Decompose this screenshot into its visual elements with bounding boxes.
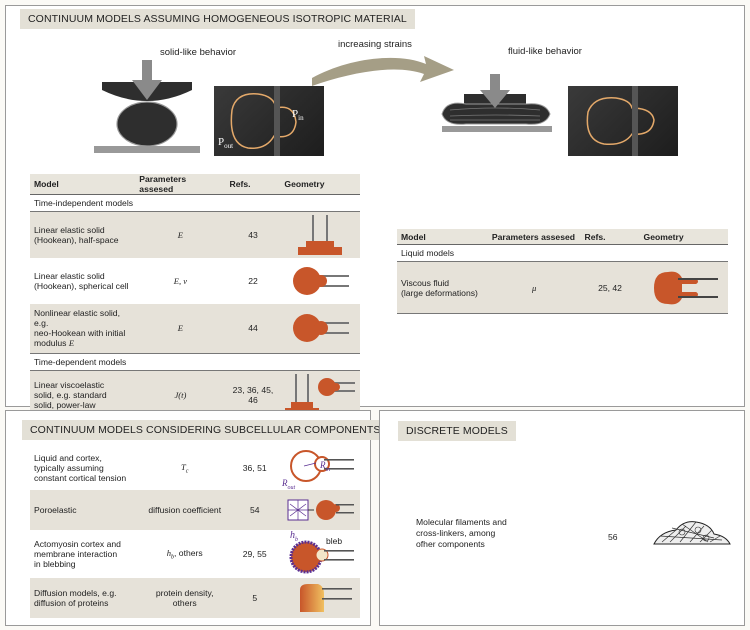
poroelastic-geometry-icon [287, 499, 354, 521]
solid-indentation-sketch [94, 60, 200, 153]
spherical-cell-geometry-icon [293, 266, 350, 295]
solid-micrograph: Pin Pout [214, 86, 324, 156]
homogeneous-panel-title: CONTINUUM MODELS ASSUMING HOMOGENEOUS IS… [20, 9, 415, 29]
solid-models-table: Model Parameters assesed Refs. Geometry … [30, 174, 360, 419]
table-row: Viscous fluid(large deformations) μ 25, … [397, 261, 728, 314]
section-liquid-models: Liquid models [397, 244, 728, 262]
liquid-models-table: Model Parameters assesed Refs. Geometry … [397, 229, 728, 314]
hb-label: hb [289, 530, 298, 543]
blebbing-geometry-icon [289, 540, 354, 574]
subcellular-panel-title: CONTINUUM MODELS CONSIDERING SUBCELLULAR… [22, 420, 389, 440]
filament-network-icon [653, 521, 731, 545]
pout-label: Pout [218, 136, 234, 151]
viscous-fluid-geometry-icon [653, 271, 718, 304]
discrete-panel [379, 410, 745, 626]
section-time-independent: Time-independent models [30, 194, 360, 212]
diffusion-geometry-icon [299, 584, 352, 612]
discrete-panel-title: DISCRETE MODELS [398, 421, 516, 441]
col-refs: Refs. [225, 174, 281, 195]
fluid-compression-sketch [441, 74, 552, 132]
table-row: Linear elastic solid(Hookean), spherical… [30, 258, 360, 304]
rout-label: Rout [281, 478, 296, 491]
increasing-strains-label: increasing strains [338, 39, 412, 50]
rin-label: Rin [319, 460, 331, 473]
col-params: Parameters assesed [487, 229, 581, 245]
col-geometry: Geometry [639, 229, 728, 245]
curved-arrow-icon [312, 56, 454, 86]
discrete-refs: 56 [608, 532, 618, 542]
half-space-geometry-icon [298, 214, 343, 255]
cortex-geometry-icon [289, 450, 354, 482]
table-row: Nonlinear elastic solid, e.g.neo-Hookean… [30, 303, 360, 354]
pin-label: Pin [292, 108, 304, 123]
table-row: Poroelastic diffusion coefficient 54 [30, 490, 360, 530]
section-time-dependent: Time-dependent models [30, 353, 360, 371]
fluid-micrograph [568, 86, 678, 156]
col-geometry: Geometry [280, 174, 360, 195]
col-model: Model [30, 174, 136, 195]
table-row: Linear elastic solid(Hookean), half-spac… [30, 211, 360, 258]
col-refs: Refs. [580, 229, 640, 245]
bleb-label: bleb [325, 536, 343, 546]
col-params: Parameters assesed [135, 174, 226, 195]
table-row: Diffusion models, e.g.diffusion of prote… [30, 578, 360, 618]
solid-behavior-label: solid-like behavior [160, 47, 237, 58]
neo-hookean-geometry-icon [293, 314, 350, 343]
fluid-behavior-label: fluid-like behavior [508, 46, 582, 57]
col-model: Model [397, 229, 488, 245]
